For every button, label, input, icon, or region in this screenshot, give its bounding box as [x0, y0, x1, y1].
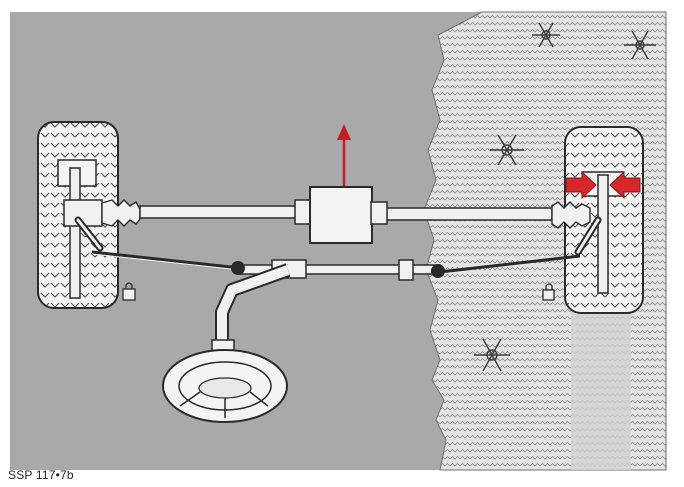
snowflake-icon: [532, 22, 560, 48]
steering-linkage: [74, 216, 602, 281]
differential-unit: [294, 186, 388, 244]
brake-force-arrow-icon: [609, 170, 641, 200]
snowflake-icon: [624, 30, 656, 60]
direction-arrow-icon: [337, 124, 351, 186]
right-drive-shaft: [379, 201, 591, 229]
steering-wheel: [162, 349, 288, 423]
lock-icon: [122, 282, 136, 301]
snowflake-icon: [490, 134, 524, 166]
snowflake-icon: [474, 338, 510, 372]
brake-force-arrow-icon: [565, 170, 597, 200]
figure-reference-code: SSP 117•7b: [8, 468, 74, 482]
tire-track: [571, 312, 631, 470]
lock-icon: [542, 283, 555, 301]
